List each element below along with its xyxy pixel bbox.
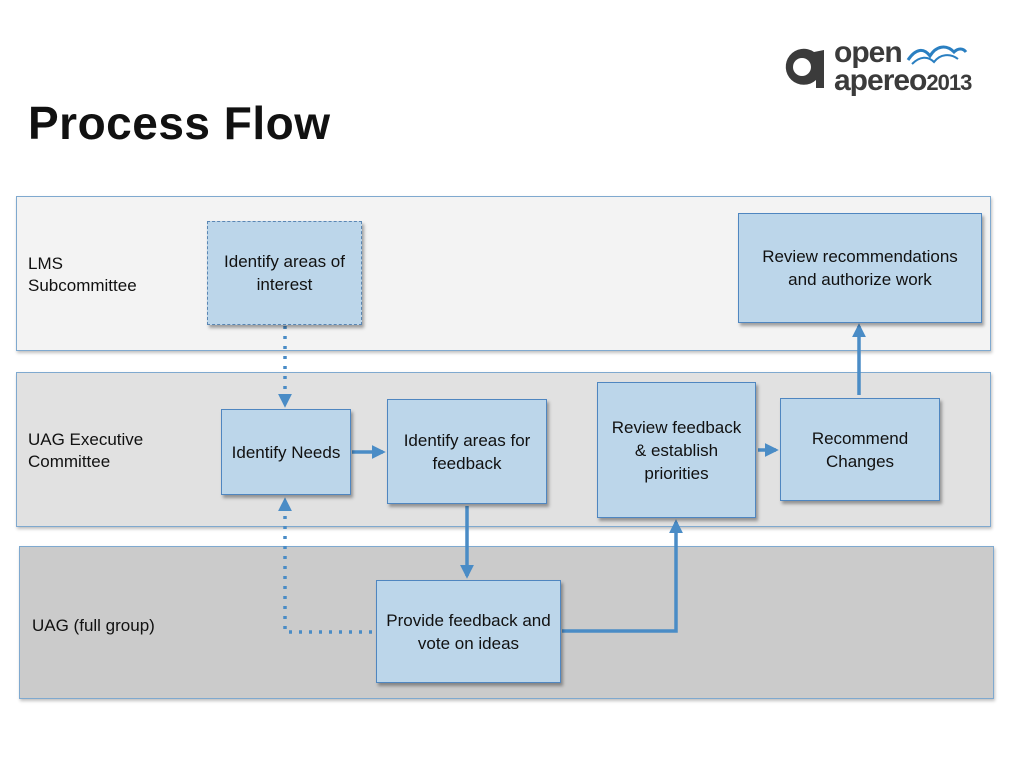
- lane-label-uag-executive: UAG Executive Committee: [28, 430, 144, 471]
- node-review-feedback: Review feedback & establish priorities: [597, 382, 756, 518]
- logo-word-apereo: apereo2013: [834, 64, 972, 97]
- node-identify-areas-for-feedback: Identify areas for feedback: [387, 399, 547, 504]
- node-identify-areas-of-interest: Identify areas of interest: [207, 221, 362, 325]
- apereo-logo-mark-icon: [785, 48, 824, 88]
- lane-label-lms: LMS Subcommittee: [28, 254, 137, 295]
- node-provide-feedback: Provide feedback and vote on ideas: [376, 580, 561, 683]
- logo-year: 2013: [926, 70, 972, 95]
- lane-label-uag-full: UAG (full group): [32, 616, 155, 635]
- node-recommend-changes: Recommend Changes: [780, 398, 940, 501]
- logo-apereo-text: apereo: [834, 64, 927, 97]
- node-review-and-authorize: Review recommendations and authorize wor…: [738, 213, 982, 323]
- node-identify-needs: Identify Needs: [221, 409, 351, 495]
- logo-word-open: open: [834, 36, 903, 69]
- apereo-logo: open apereo2013: [778, 36, 978, 97]
- page-title: Process Flow: [28, 97, 331, 149]
- wave-icon: [906, 45, 968, 65]
